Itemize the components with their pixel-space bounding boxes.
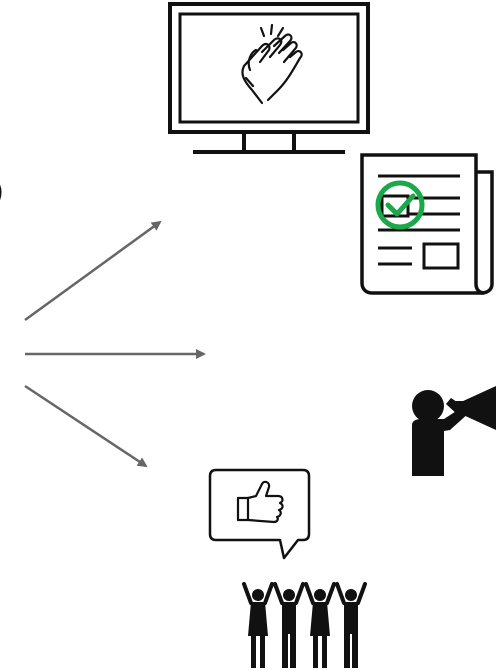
thumbs-up-speech-bubble-icon <box>208 468 311 560</box>
crowd-person-3 <box>304 582 336 668</box>
arrow-up-right <box>24 220 162 322</box>
thumbs-up-icon <box>236 480 284 524</box>
person-megaphone-icon <box>412 386 496 476</box>
crowd-person-1 <box>242 582 274 668</box>
green-check-icon <box>375 180 425 230</box>
arrow-down-right <box>24 384 148 468</box>
monitor-applause-icon <box>168 2 370 154</box>
newspaper-checkmark-icon <box>360 153 494 295</box>
clapping-hands-icon <box>241 23 303 105</box>
crowd-person-4 <box>335 582 367 668</box>
crowd-person-2 <box>273 582 305 668</box>
cheering-crowd-icon <box>242 582 367 668</box>
